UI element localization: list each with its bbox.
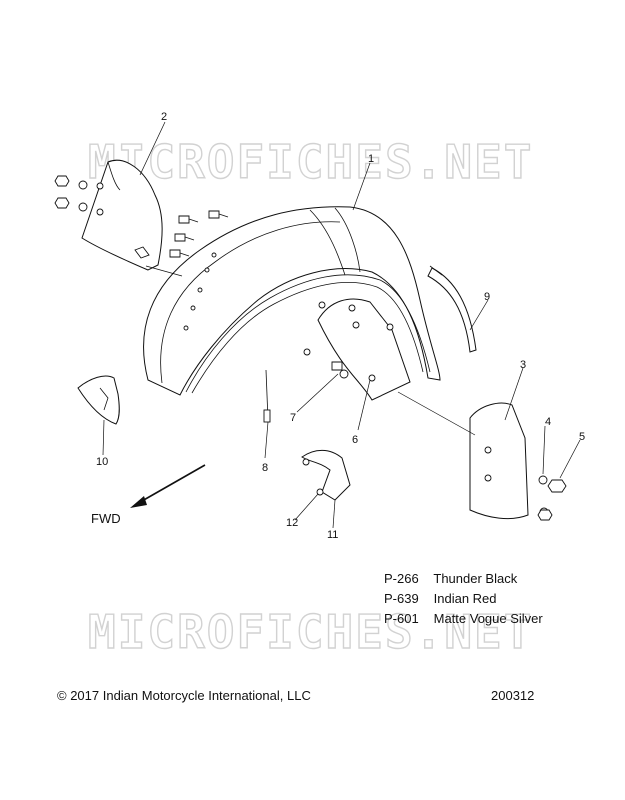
callout-10: 10	[96, 456, 108, 468]
forward-direction-arrow	[130, 464, 206, 508]
inner-bracket-part	[303, 298, 411, 401]
nut-part	[547, 479, 567, 493]
paint-code-legend: P-266 Thunder Black P-639 Indian Red P-6…	[384, 569, 543, 629]
diagram-id: 200312	[491, 688, 535, 703]
callout-4: 4	[545, 416, 551, 428]
copyright-notice: © 2017 Indian Motorcycle International, …	[57, 688, 311, 703]
callout-1: 1	[368, 153, 374, 165]
leader-lines	[102, 121, 581, 529]
paint-code-row: P-601 Matte Vogue Silver	[384, 609, 543, 629]
washer-part	[538, 475, 548, 485]
rear-fender-part	[143, 206, 441, 396]
paint-name: Indian Red	[433, 591, 497, 606]
paint-code: P-266	[384, 571, 419, 586]
callout-8: 8	[262, 462, 268, 474]
forward-label: FWD	[91, 511, 121, 526]
callout-5: 5	[579, 431, 585, 443]
callout-9: 9	[484, 291, 490, 303]
support-rod-part	[263, 369, 271, 423]
watermark-top: MICROFICHES.NET	[88, 135, 533, 189]
left-side-cover-part	[81, 159, 163, 271]
callout-6: 6	[352, 434, 358, 446]
callout-11: 11	[327, 529, 338, 541]
callout-3: 3	[520, 359, 526, 371]
lower-bracket-part	[301, 449, 351, 501]
nut-part-lower	[537, 509, 553, 521]
paint-code-row: P-639 Indian Red	[384, 589, 543, 609]
paint-code-row: P-266 Thunder Black	[384, 569, 543, 589]
paint-name: Matte Vogue Silver	[433, 611, 543, 626]
callout-7: 7	[290, 412, 296, 424]
watermark-bottom: MICROFICHES.NET	[88, 605, 533, 659]
left-cover-hardware	[54, 175, 229, 258]
callout-12: 12	[286, 517, 298, 529]
paint-name: Thunder Black	[433, 571, 518, 586]
fender-tip-part	[77, 375, 120, 425]
callout-2: 2	[161, 111, 167, 123]
paint-code: P-639	[384, 591, 419, 606]
paint-code: P-601	[384, 611, 419, 626]
right-side-cover-part	[469, 402, 529, 520]
trim-strip-part	[427, 267, 477, 353]
